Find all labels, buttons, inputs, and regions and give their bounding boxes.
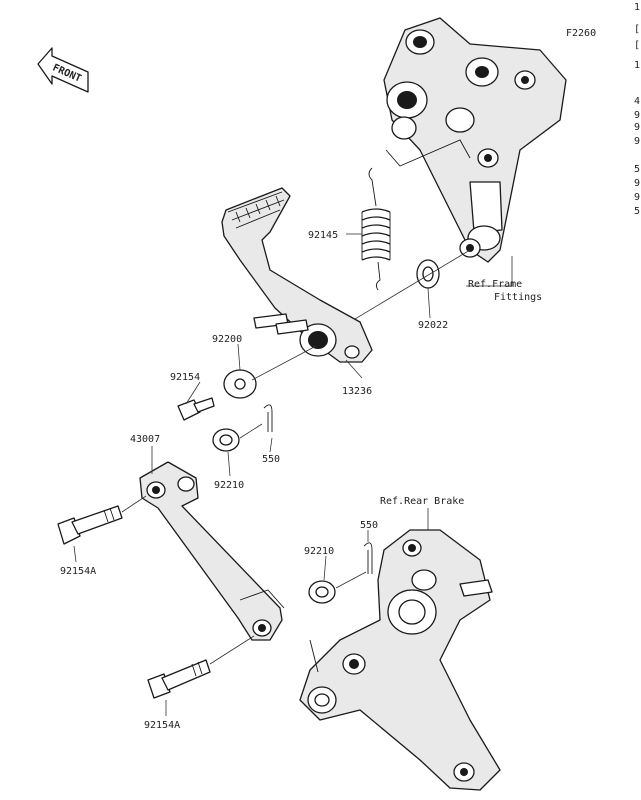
rear-brake-lever [299, 529, 501, 791]
label-92210-lower: 92210 [304, 546, 334, 557]
link-rod-43007 [139, 461, 285, 641]
label-92200: 92200 [212, 334, 242, 345]
edge-fragment: [ [634, 40, 640, 51]
part-labels: 92145 Ref.Frame Fittings 92022 92200 132… [60, 230, 542, 731]
bolt-92154A-upper [57, 505, 123, 545]
label-92022: 92022 [418, 320, 448, 331]
label-550-lower: 550 [360, 520, 378, 531]
leader-axis-92200 [251, 345, 317, 381]
label-92145: 92145 [308, 230, 338, 241]
label-ref-rear-brake: Ref.Rear Brake [380, 496, 464, 507]
edge-fragment: 5 [634, 164, 640, 175]
edge-fragment: 5 [634, 206, 640, 217]
front-direction-arrow: FRONT [37, 47, 89, 93]
bolt-92154 [177, 397, 215, 421]
edge-fragment: 9 [634, 178, 640, 189]
edge-fragment: [ [634, 24, 640, 35]
label-43007: 43007 [130, 434, 160, 445]
leader-lines [73, 233, 513, 716]
edge-fragment: 9 [634, 122, 640, 133]
label-92210-upper: 92210 [214, 480, 244, 491]
axis-line-upper-nut [239, 423, 263, 439]
edge-fragment: 4 [634, 96, 640, 107]
label-13236: 13236 [342, 386, 372, 397]
washer-92022 [416, 259, 440, 289]
label-ref-frame-2: Fittings [494, 292, 542, 303]
axis-line-lower-bolt [209, 635, 255, 665]
axis-line-lower-nut [335, 571, 367, 589]
edge-fragment: 1 [634, 2, 640, 13]
edge-fragments: 1 [ [ 1 4 9 9 9 5 9 9 5 [634, 2, 640, 217]
return-spring-92145 [361, 167, 391, 291]
brake-pedal-13236 [221, 187, 373, 363]
nut-92210-upper [212, 428, 240, 452]
label-ref-frame-1: Ref.Frame [468, 279, 522, 290]
bolt-92154A-lower [147, 659, 211, 699]
edge-fragment: 9 [634, 192, 640, 203]
edge-fragment: 1 [634, 60, 640, 71]
nut-92210-lower [308, 580, 336, 604]
figure-code: F2260 [566, 28, 596, 39]
edge-fragment: 9 [634, 110, 640, 121]
label-92154: 92154 [170, 372, 200, 383]
pedal-grip-pattern [235, 195, 281, 223]
label-92154A-lower: 92154A [144, 720, 180, 731]
cotter-pin-550-lower [363, 542, 373, 574]
label-92154A-upper: 92154A [60, 566, 96, 577]
cotter-pin-550-upper [263, 404, 273, 432]
frame-bracket [383, 17, 567, 263]
washer-92200 [223, 369, 257, 399]
label-550-upper: 550 [262, 454, 280, 465]
axis-line-upper-bolt [121, 495, 147, 513]
edge-fragment: 9 [634, 136, 640, 147]
